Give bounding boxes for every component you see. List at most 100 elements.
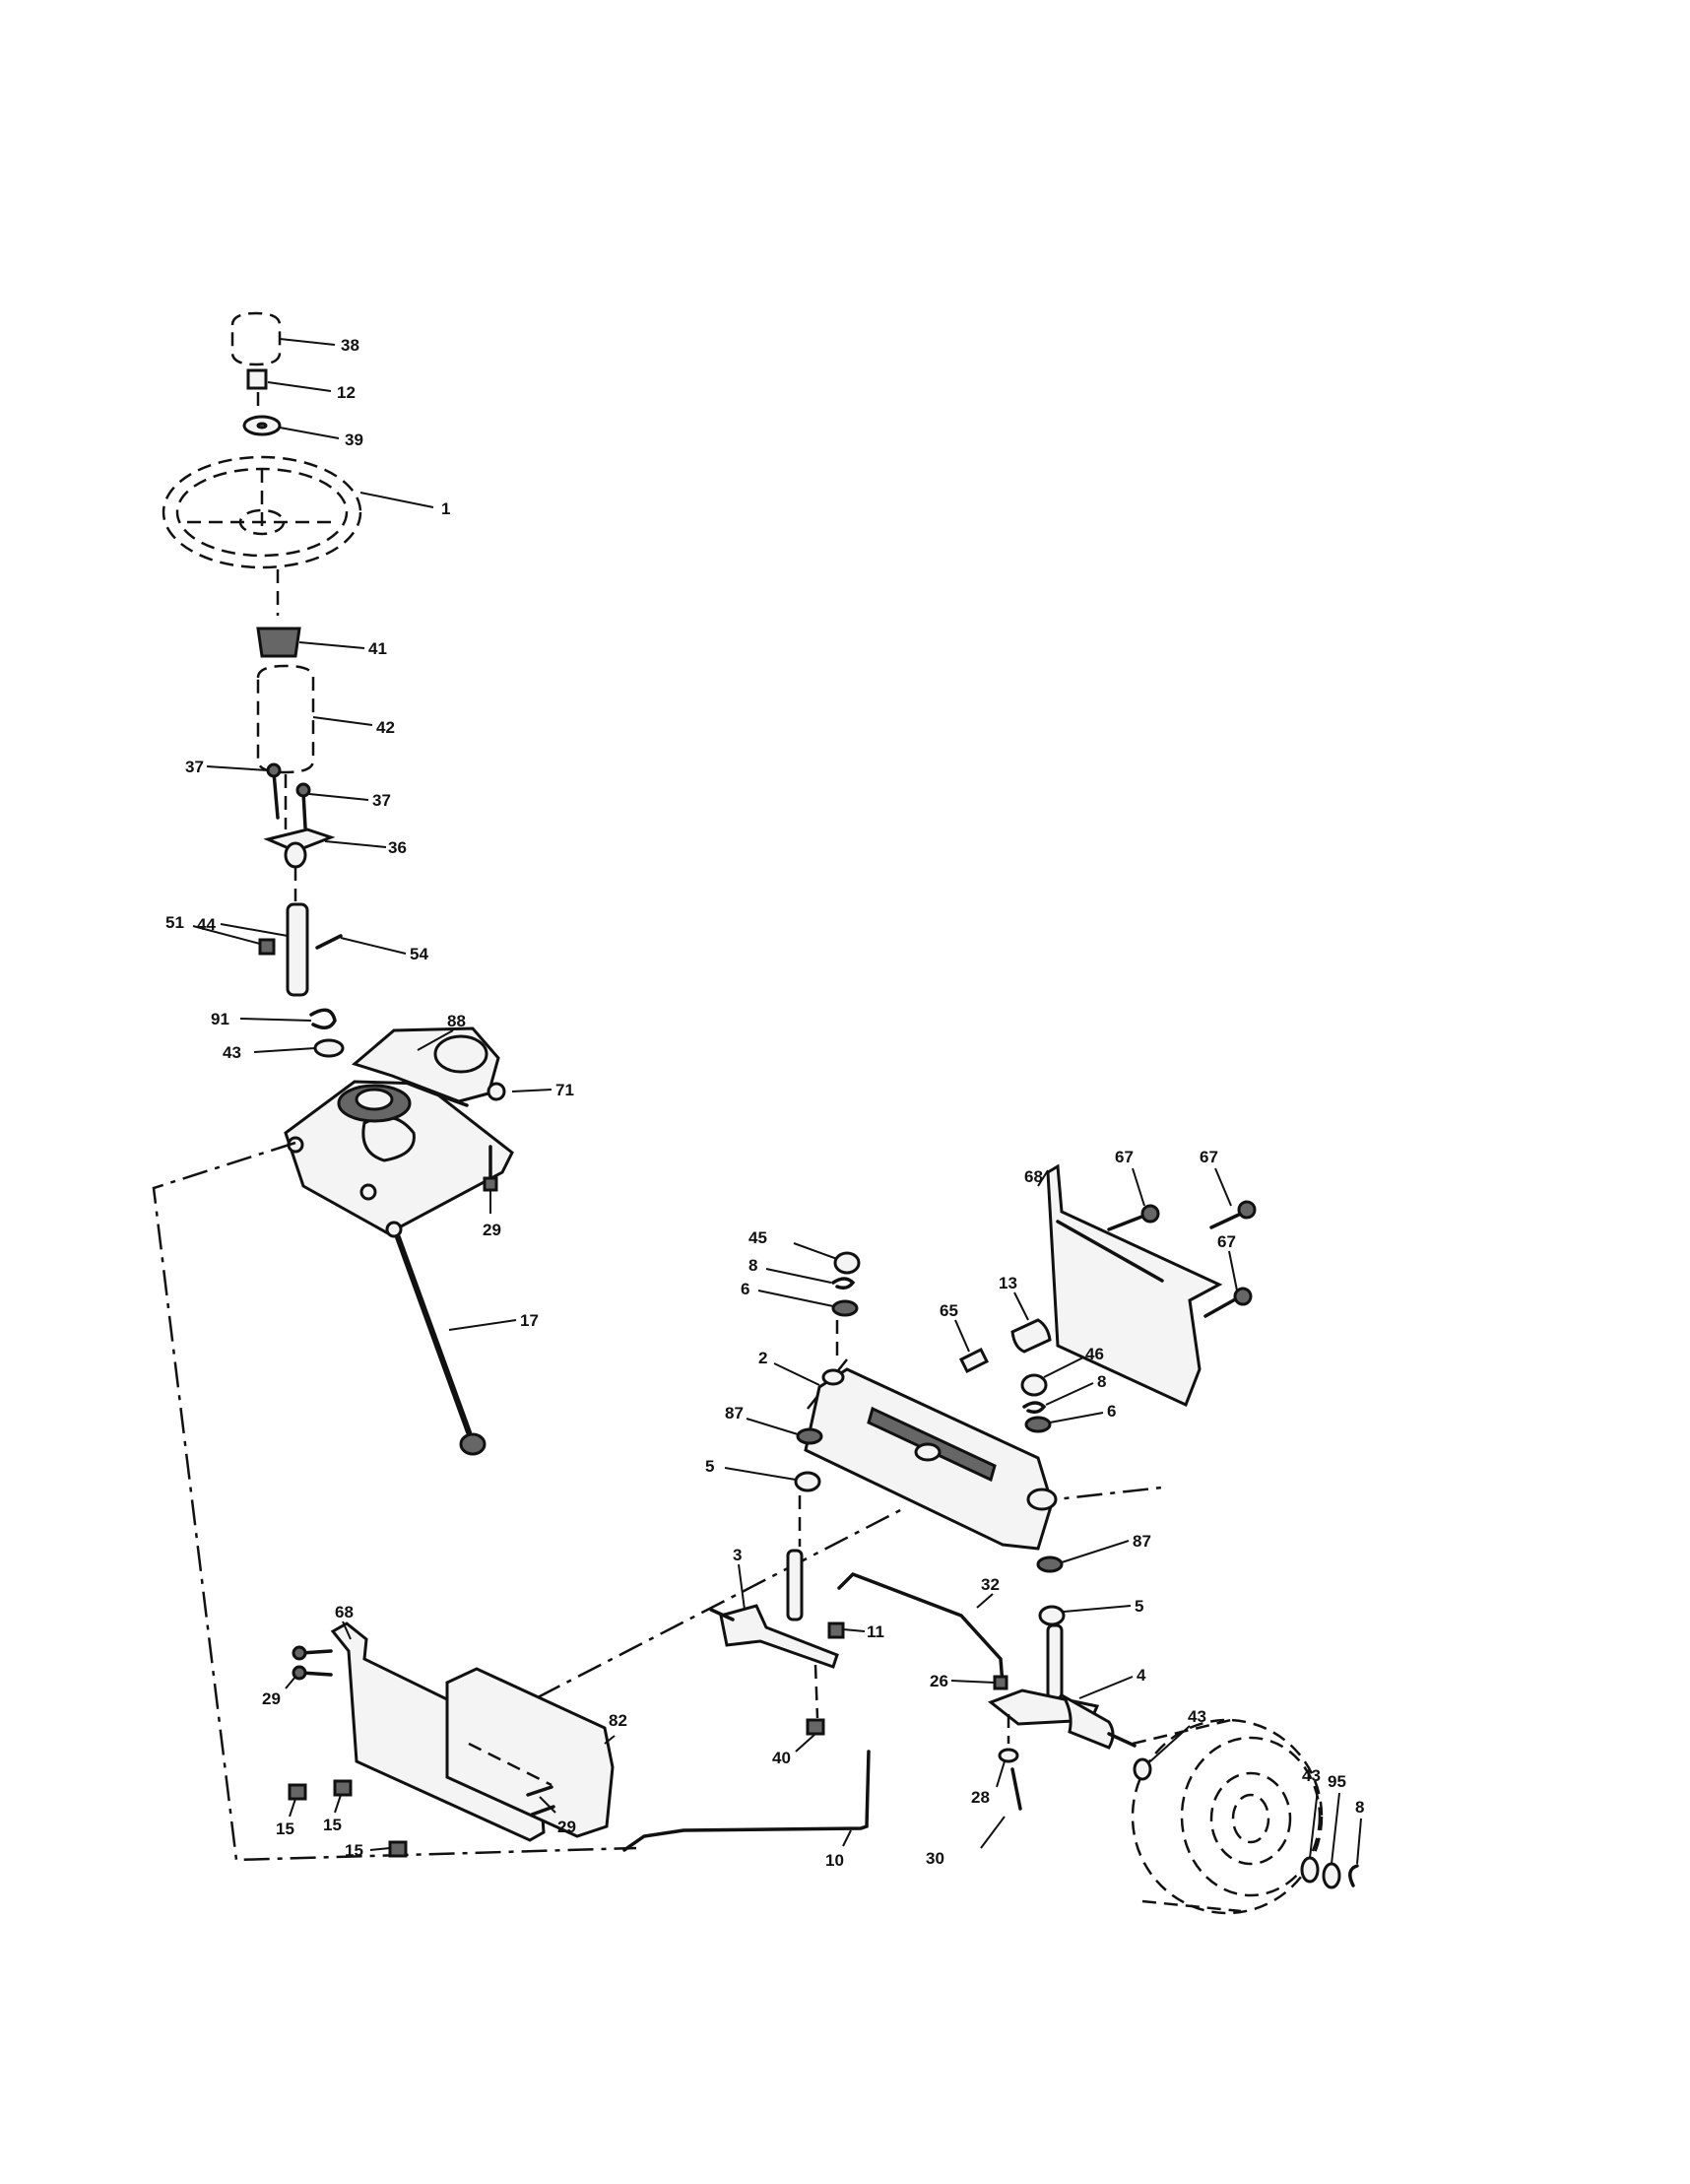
frame-nut-2 [333, 1779, 353, 1814]
callout-15-c: 15 [345, 1841, 363, 1860]
callout-67-b: 67 [1200, 1148, 1218, 1166]
steering-nut [246, 368, 332, 392]
axle-pivot-pin [954, 1319, 990, 1374]
callout-26: 26 [930, 1672, 948, 1690]
retaining-ring-left [765, 1268, 856, 1291]
callout-38: 38 [341, 336, 359, 355]
callout-95: 95 [1328, 1772, 1346, 1791]
wheel-washer-inner [1133, 1725, 1191, 1781]
callout-82: 82 [609, 1711, 627, 1730]
callout-67-a: 67 [1115, 1148, 1134, 1166]
callout-30: 30 [926, 1849, 944, 1868]
steering-brace-rod [622, 1750, 871, 1852]
bracket-bolt-3 [1203, 1250, 1253, 1318]
axle-bracket-right [1037, 1163, 1223, 1408]
bolt-right [295, 782, 369, 829]
callout-43-mid: 43 [1188, 1707, 1206, 1726]
steering-wheel [162, 455, 434, 569]
retaining-ring-right [1022, 1382, 1094, 1415]
steering-shaft [220, 902, 309, 997]
callout-3: 3 [733, 1546, 742, 1564]
callout-71: 71 [555, 1081, 574, 1099]
steering-gear-housing [284, 1026, 514, 1235]
support-bolt [526, 1785, 556, 1817]
callout-4: 4 [1137, 1666, 1146, 1685]
steering-cap [230, 311, 336, 366]
bracket-bolt-1 [1107, 1167, 1160, 1231]
callout-39: 39 [345, 430, 363, 449]
callout-67-c: 67 [1217, 1232, 1236, 1251]
steering-bushing [256, 664, 373, 774]
callout-5-left: 5 [705, 1457, 714, 1476]
callout-8-upper: 8 [748, 1256, 757, 1275]
wheel-retaining-ring [1348, 1818, 1362, 1887]
callout-51: 51 [165, 913, 184, 932]
callout-43-lower: 43 [1302, 1766, 1321, 1785]
callout-87-right: 87 [1133, 1532, 1151, 1551]
callout-41: 41 [368, 639, 387, 658]
flange-bearing [263, 827, 387, 869]
callout-29-upper: 29 [483, 1221, 501, 1239]
thrust-washer-left [746, 1418, 823, 1445]
shaft-bolt [315, 934, 407, 955]
spindle-left [709, 1549, 839, 1669]
wheel-spacer [1322, 1792, 1341, 1889]
callout-10: 10 [825, 1851, 844, 1870]
callout-45: 45 [748, 1228, 767, 1247]
axle-spacer [1010, 1291, 1052, 1354]
callout-13: 13 [999, 1274, 1017, 1292]
callout-91: 91 [211, 1010, 229, 1028]
callout-28: 28 [971, 1788, 990, 1807]
callout-54: 54 [410, 945, 428, 963]
wheel-washer-outer [1300, 1788, 1320, 1884]
spindle-pin [980, 1767, 1022, 1849]
callout-32: 32 [981, 1575, 1000, 1594]
spindle-right [987, 1623, 1137, 1750]
bracket-bolt-2 [1209, 1167, 1257, 1229]
callout-46: 46 [1085, 1345, 1104, 1363]
spindle-cap-left [793, 1242, 861, 1275]
callout-29-left: 29 [262, 1689, 281, 1708]
callout-87-left: 87 [725, 1404, 744, 1423]
callout-36: 36 [388, 838, 407, 857]
callout-40: 40 [772, 1749, 791, 1767]
spindle-cap-right [1020, 1357, 1084, 1397]
bolt-left [206, 762, 282, 820]
callout-42: 42 [376, 718, 395, 737]
steering-washer [242, 415, 340, 439]
spacer-washer [996, 1748, 1019, 1788]
callout-44: 44 [197, 915, 216, 934]
callout-68-left: 68 [335, 1603, 354, 1621]
callout-1: 1 [441, 499, 450, 518]
callout-15-b: 15 [323, 1816, 342, 1834]
callout-11: 11 [867, 1622, 884, 1641]
thrust-washer-right [1036, 1540, 1130, 1573]
shaft-clip [239, 1008, 337, 1029]
callout-37-left: 37 [185, 758, 204, 776]
callout-43-upper: 43 [223, 1043, 241, 1062]
front-wheel [1131, 1718, 1324, 1915]
callout-2: 2 [758, 1349, 767, 1367]
callout-8-mid: 8 [1097, 1372, 1106, 1391]
frame-bolt-lower [285, 1665, 333, 1689]
tie-rod-nut [827, 1621, 866, 1639]
frame-nut-3 [369, 1840, 408, 1858]
callout-5-right: 5 [1135, 1597, 1143, 1616]
bushing-right [1038, 1605, 1132, 1626]
callout-68-right: 68 [1024, 1167, 1043, 1186]
frame-bolt-upper [292, 1645, 333, 1661]
spline-adapter [256, 627, 365, 658]
drag-link [385, 1221, 517, 1456]
tie-rod-bolt [950, 1675, 1008, 1690]
callout-6-mid: 6 [1107, 1402, 1116, 1421]
flat-washer-right [1024, 1412, 1104, 1433]
flat-washer-left [757, 1290, 859, 1317]
callout-8-lower: 8 [1355, 1798, 1364, 1817]
callout-15-a: 15 [276, 1820, 294, 1838]
tie-rod [837, 1571, 1005, 1687]
frame-nut-1 [288, 1783, 307, 1818]
callout-88: 88 [447, 1012, 466, 1030]
front-axle [773, 1362, 1058, 1551]
axle-bracket-left [330, 1621, 615, 1842]
